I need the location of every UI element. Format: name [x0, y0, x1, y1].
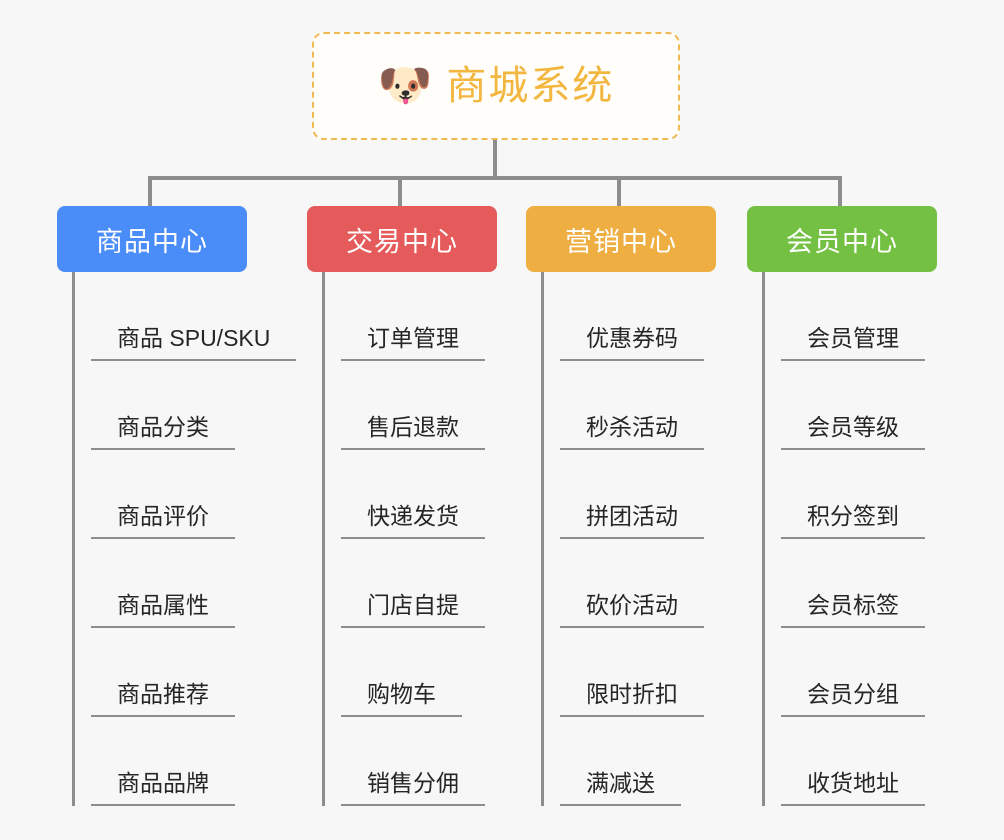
leaf-item-label: 商品推荐: [91, 675, 235, 717]
category-header-2-label: 交易中心: [346, 226, 458, 257]
leaf-item-label: 商品 SPU/SKU: [91, 319, 297, 361]
leaf-item[interactable]: 砍价活动: [560, 539, 716, 628]
category-header-1-label: 商品中心: [96, 226, 208, 257]
category-header-3[interactable]: 营销中心: [526, 206, 716, 272]
connector-drop-4: [838, 176, 842, 206]
leaf-item[interactable]: 购物车: [341, 628, 497, 717]
leaf-item[interactable]: 优惠券码: [560, 272, 716, 361]
root-node[interactable]: 🐶 商城系统: [312, 32, 680, 140]
leaf-item-label: 订单管理: [341, 319, 485, 361]
leaf-item-label: 商品分类: [91, 408, 235, 450]
leaf-item-label: 售后退款: [341, 408, 485, 450]
leaf-item[interactable]: 商品属性: [91, 539, 247, 628]
leaf-item-label: 砍价活动: [560, 586, 704, 628]
leaf-item[interactable]: 销售分佣: [341, 717, 497, 806]
leaf-list-3: 优惠券码 秒杀活动 拼团活动 砍价活动 限时折扣 满减送: [541, 272, 716, 806]
leaf-item[interactable]: 拼团活动: [560, 450, 716, 539]
leaf-item[interactable]: 收货地址: [781, 717, 937, 806]
leaf-item[interactable]: 快递发货: [341, 450, 497, 539]
leaf-item-label: 满减送: [560, 764, 681, 806]
category-header-4[interactable]: 会员中心: [747, 206, 937, 272]
leaf-item[interactable]: 满减送: [560, 717, 716, 806]
leaf-item[interactable]: 商品评价: [91, 450, 247, 539]
connector-root-stem: [493, 140, 497, 178]
leaf-item-label: 会员分组: [781, 675, 925, 717]
leaf-item-label: 收货地址: [781, 764, 925, 806]
leaf-item-label: 销售分佣: [341, 764, 485, 806]
leaf-item-label: 限时折扣: [560, 675, 704, 717]
leaf-item-label: 购物车: [341, 675, 462, 717]
leaf-item[interactable]: 商品 SPU/SKU: [91, 272, 297, 361]
category-header-1[interactable]: 商品中心: [57, 206, 247, 272]
leaf-item[interactable]: 商品推荐: [91, 628, 247, 717]
leaf-item-label: 积分签到: [781, 497, 925, 539]
leaf-item-label: 商品品牌: [91, 764, 235, 806]
leaf-item[interactable]: 商品分类: [91, 361, 247, 450]
leaf-item-label: 商品属性: [91, 586, 235, 628]
connector-drop-2: [398, 176, 402, 206]
leaf-item[interactable]: 限时折扣: [560, 628, 716, 717]
connector-drop-3: [617, 176, 621, 206]
leaf-item-label: 优惠券码: [560, 319, 704, 361]
leaf-item-label: 拼团活动: [560, 497, 704, 539]
root-title: 商城系统: [446, 64, 615, 108]
leaf-list-1: 商品 SPU/SKU 商品分类 商品评价 商品属性 商品推荐 商品品牌: [72, 272, 297, 806]
leaf-item-label: 会员等级: [781, 408, 925, 450]
connector-horizontal-bus: [148, 176, 842, 180]
leaf-list-2: 订单管理 售后退款 快递发货 门店自提 购物车 销售分佣: [322, 272, 497, 806]
category-header-2[interactable]: 交易中心: [307, 206, 497, 272]
leaf-item-label: 会员标签: [781, 586, 925, 628]
leaf-item-label: 快递发货: [341, 497, 485, 539]
leaf-item[interactable]: 会员管理: [781, 272, 937, 361]
leaf-item[interactable]: 门店自提: [341, 539, 497, 628]
category-header-4-label: 会员中心: [786, 226, 898, 257]
leaf-item-label: 秒杀活动: [560, 408, 704, 450]
leaf-item-label: 商品评价: [91, 497, 235, 539]
leaf-item[interactable]: 会员标签: [781, 539, 937, 628]
leaf-item[interactable]: 商品品牌: [91, 717, 247, 806]
category-header-3-label: 营销中心: [565, 226, 677, 257]
branch-column-1: 商品中心 商品 SPU/SKU 商品分类 商品评价 商品属性 商品推荐 商品品牌: [57, 206, 297, 806]
branch-column-2: 交易中心 订单管理 售后退款 快递发货 门店自提 购物车 销售分佣: [307, 206, 497, 806]
branch-column-4: 会员中心 会员管理 会员等级 积分签到 会员标签 会员分组 收货地址: [747, 206, 937, 806]
leaf-item[interactable]: 售后退款: [341, 361, 497, 450]
dog-face-icon: 🐶: [377, 60, 433, 111]
leaf-item[interactable]: 会员等级: [781, 361, 937, 450]
leaf-item[interactable]: 订单管理: [341, 272, 497, 361]
leaf-item-label: 会员管理: [781, 319, 925, 361]
leaf-item[interactable]: 积分签到: [781, 450, 937, 539]
leaf-list-4: 会员管理 会员等级 积分签到 会员标签 会员分组 收货地址: [762, 272, 937, 806]
branch-column-3: 营销中心 优惠券码 秒杀活动 拼团活动 砍价活动 限时折扣 满减送: [526, 206, 716, 806]
leaf-item[interactable]: 会员分组: [781, 628, 937, 717]
leaf-item-label: 门店自提: [341, 586, 485, 628]
connector-drop-1: [148, 176, 152, 206]
leaf-item[interactable]: 秒杀活动: [560, 361, 716, 450]
